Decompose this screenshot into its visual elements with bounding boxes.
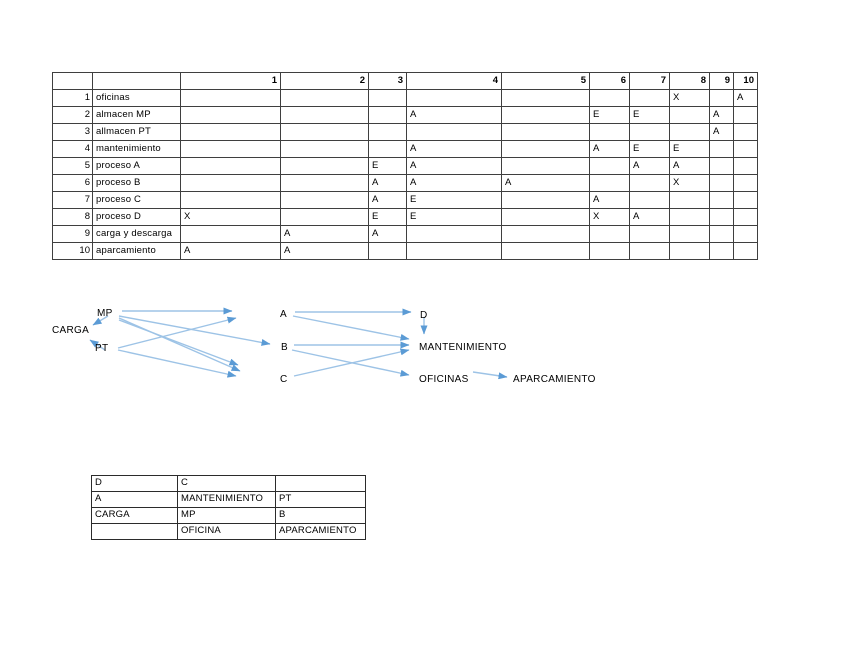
legend-cell: B [275,507,366,524]
arrow-mp-to-b [118,315,271,346]
flow-diagram-container: CARGA MP PT A B C D MANTENIMIENTO OFICINAS APARCA… [0,0,848,385]
legend-cell: APARCAMIENTO [275,523,366,540]
arrow-b-to-oficinas [291,349,410,377]
diagram-node-oficinas: OFICINAS [419,374,469,385]
diagram-node-carga: CARGA [52,325,90,336]
diagram-node-aparcamiento: APARCAMIENTO [513,374,596,385]
arrow-pt-to-carga [89,339,106,351]
matrix-cell: A [733,89,758,107]
legend-cell: MANTENIMIENTO [177,491,276,508]
legend-cell: OFICINA [177,523,276,540]
diagram-node-b: B [281,342,288,353]
legend-cell: C [177,475,276,492]
legend-cell [91,523,178,540]
diagram-node-d: D [420,310,428,321]
flow-diagram-arrows [89,307,508,380]
legend-cell: CARGA [91,507,178,524]
arrow-c-to-manten [293,348,410,377]
matrix-cell: A [180,242,281,260]
arrow-pt-to-upper [117,316,237,349]
matrix-header-row: 1 2 3 4 5 6 7 8 9 10 [52,72,758,90]
arrow-mp-to-lower2 [118,319,239,366]
arrow-mp-to-lower1 [118,317,241,372]
diagram-node-pt: PT [95,343,109,354]
diagram-node-mp: MP [97,308,113,319]
arrow-mp-to-carga [92,315,109,326]
diagram-node-c: C [280,374,288,385]
legend-cell: A [91,491,178,508]
legend-cell: MP [177,507,276,524]
matrix-cell [733,242,758,260]
arrow-a-to-manten [292,315,410,341]
arrow-pt-to-lower [117,349,237,378]
arrow-oficinas-to-aparcamiento [472,371,508,380]
legend-cell: PT [275,491,366,508]
diagram-node-mantenimiento: MANTENIMIENTO [419,342,507,353]
diagram-node-a: A [280,309,287,320]
legend-cell: D [91,475,178,492]
matrix-row-label: aparcamiento [92,242,181,260]
legend-cell [275,475,366,492]
